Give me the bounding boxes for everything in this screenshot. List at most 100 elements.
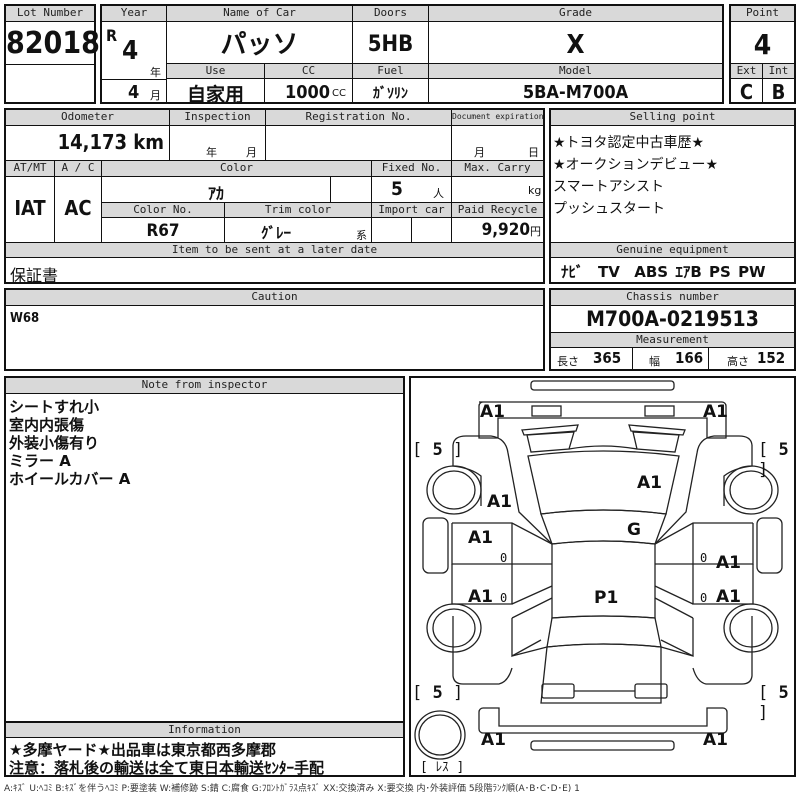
- height-label: 高さ: [727, 355, 749, 368]
- year-value: 4: [122, 36, 139, 66]
- max-carry-unit: kg: [528, 184, 542, 197]
- max-carry-label: Max. Carry: [452, 161, 543, 177]
- mark-front-bumper-left: A1: [480, 402, 505, 422]
- inspector-note-panel: Note from inspector シートすれ小 室内内張傷 外装小傷有り …: [4, 376, 405, 777]
- width-value: 166: [675, 349, 704, 367]
- transmission-value: IAT: [14, 196, 46, 220]
- information-line-1: ★多摩ヤード★出品車は東京都西多摩郡: [9, 741, 276, 759]
- selling-point-line-1: ★トヨタ認定中古車歴★: [553, 135, 705, 151]
- doc-exp-month-unit: 月: [474, 146, 485, 159]
- height-value: 152: [757, 349, 786, 367]
- mark-rear-bumper-left: A1: [481, 730, 506, 750]
- lot-number-label: Lot Number: [6, 6, 94, 22]
- door-count-front-left: 0: [500, 551, 508, 565]
- cc-label: CC: [265, 63, 352, 79]
- tire-tread-rear-left-value: 5: [432, 683, 443, 703]
- caution-panel: Caution W68: [4, 288, 545, 371]
- paid-recycle-label: Paid Recycle: [452, 202, 543, 218]
- doc-exp-day-unit: 日: [528, 146, 539, 159]
- odometer-unit: km: [133, 130, 164, 154]
- genuine-equipment-list: ﾅﾋﾞ TV ABS ｴｱB PS PW: [561, 261, 766, 282]
- trim-color-value: ｸﾞﾚｰ: [261, 224, 292, 242]
- mark-front-fender-left: A1: [487, 492, 512, 512]
- int-label: Int: [763, 63, 794, 79]
- door-count-front-right: 0: [700, 551, 708, 565]
- cc-unit: CC: [332, 88, 346, 99]
- color-no-label: Color No.: [102, 202, 224, 218]
- cc-value: 1000: [285, 82, 331, 103]
- name-of-car-label: Name of Car: [167, 6, 352, 22]
- length-value: 365: [593, 349, 622, 367]
- color-value: ｱｶ: [207, 184, 224, 203]
- tire-tread-front-right-value: 5: [778, 440, 789, 460]
- point-panel: Point 4 Ext Int C B: [729, 4, 796, 104]
- door-count-rear-right: 0: [700, 591, 708, 605]
- chassis-number-label: Chassis number: [551, 290, 794, 306]
- fuel-value: ｶﾞｿﾘﾝ: [373, 86, 408, 102]
- odometer-value: 14,173 km: [6, 130, 164, 154]
- fixed-no-unit: 人: [433, 187, 444, 200]
- paid-recycle-unit: 円: [530, 225, 541, 238]
- int-grade-value: B: [771, 80, 786, 104]
- door-count-rear-left: 0: [500, 591, 508, 605]
- tire-tread-front-right: [ 5 ]: [758, 440, 789, 480]
- odometer-label: Odometer: [6, 110, 169, 126]
- selling-point-line-4: プッシュスタート: [553, 201, 665, 217]
- tire-tread-front-left-value: 5: [432, 440, 443, 460]
- vehicle-summary-panel: Year Name of Car Doors Grade R 4 年 4 月 パ…: [100, 4, 724, 106]
- point-label: Point: [731, 6, 794, 22]
- genuine-equipment-label: Genuine equipment: [551, 242, 794, 258]
- later-items-value: 保証書: [10, 266, 59, 285]
- mark-front-door-left: A1: [468, 528, 493, 548]
- document-expiration-label: Document expiration: [452, 110, 543, 126]
- details-panel: Odometer Inspection Registration No. Doc…: [4, 108, 545, 285]
- tire-tread-rear-left: [ 5 ]: [412, 683, 464, 703]
- ext-label: Ext: [731, 63, 762, 79]
- mark-rear-door-left: A1: [468, 587, 493, 607]
- doors-label: Doors: [353, 6, 428, 22]
- fixed-no-label: Fixed No.: [372, 161, 451, 177]
- information-line-2: 注意：落札後の輸送は全て東日本輸送ｾﾝﾀｰ手配: [9, 759, 325, 777]
- spare-tire-value: ﾚｽ: [435, 760, 449, 775]
- use-label: Use: [167, 63, 264, 79]
- inspector-note-line-1: シートすれ小: [9, 398, 100, 416]
- caution-label: Caution: [6, 290, 543, 306]
- year-era: R: [106, 26, 118, 45]
- car-body-diagram: [414, 380, 783, 760]
- mark-windshield: G: [627, 520, 641, 540]
- equipment-tv: TV: [597, 263, 620, 281]
- inspector-note-line-2: 室内内張傷: [9, 416, 85, 434]
- inspection-year-unit: 年: [206, 146, 217, 159]
- use-value: 自家用: [186, 84, 244, 106]
- import-car-label: Import car: [372, 202, 451, 218]
- mark-front-bumper-right: A1: [703, 402, 728, 422]
- length-label: 長さ: [557, 355, 579, 368]
- equipment-abs: ABS: [634, 263, 669, 281]
- month-unit: 月: [150, 89, 161, 102]
- fixed-no-value: 5: [391, 178, 403, 200]
- selling-point-label: Selling point: [551, 110, 794, 126]
- lot-number-panel: Lot Number 82018: [4, 4, 100, 104]
- grade-label: Grade: [429, 6, 722, 22]
- color-no-value: R67: [146, 221, 180, 241]
- ac-value: AC: [64, 196, 92, 220]
- tire-tread-rear-right-value: 5: [778, 683, 789, 703]
- inspection-month-unit: 月: [246, 146, 257, 159]
- mark-front-door-right: A1: [716, 553, 741, 573]
- color-label: Color: [102, 161, 371, 177]
- year-label: Year: [102, 6, 166, 22]
- trim-color-suffix: 系: [356, 229, 367, 242]
- information-label: Information: [6, 721, 403, 738]
- equipment-navi: ﾅﾋﾞ: [561, 263, 584, 281]
- selling-point-line-3: スマートアシスト: [553, 179, 665, 195]
- lot-number-value: 82018: [6, 26, 100, 61]
- ext-grade-value: C: [739, 80, 754, 104]
- equipment-pw: PW: [738, 263, 766, 281]
- damage-diagram-panel: A1 A1 A1 A1 G A1 A1 P1 A1 A1 A1 A1 0 0 0…: [409, 376, 796, 777]
- tire-tread-front-left: [ 5 ]: [412, 440, 464, 460]
- equipment-ps: PS: [709, 263, 731, 281]
- trim-color-label: Trim color: [225, 202, 371, 218]
- doors-value: 5HB: [367, 32, 414, 57]
- selling-point-line-2: ★オークションデビュー★: [553, 157, 719, 173]
- mark-rear-bumper-right: A1: [703, 730, 728, 750]
